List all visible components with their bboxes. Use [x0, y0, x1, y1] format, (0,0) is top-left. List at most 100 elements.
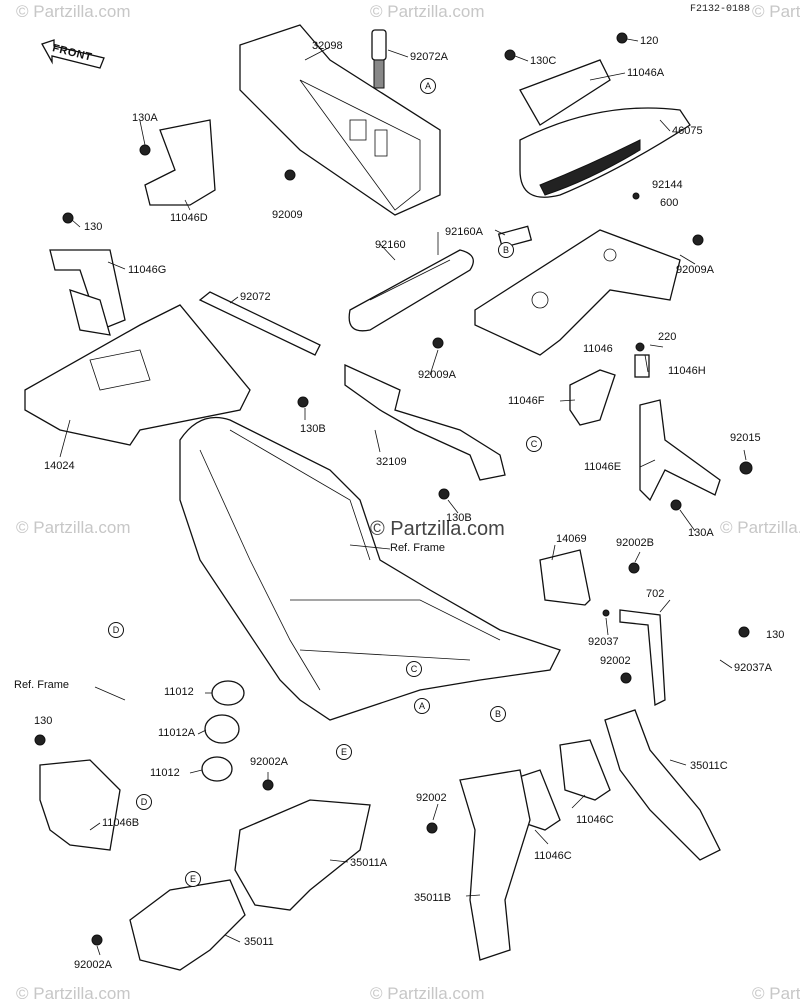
label-130C[interactable]: 130C	[530, 55, 557, 67]
callout-d: D	[108, 622, 124, 638]
main-frame[interactable]	[179, 416, 561, 721]
callout-c: C	[526, 436, 542, 452]
cover-14024[interactable]	[24, 304, 251, 446]
footrest-bracket-35011[interactable]	[129, 879, 246, 971]
label-35011C[interactable]: 35011C	[690, 760, 728, 772]
label-32098[interactable]: 32098	[312, 40, 343, 52]
footrest-bracket-35011B[interactable]	[459, 769, 531, 961]
strap-92072A[interactable]	[371, 29, 387, 89]
label-11046A[interactable]: 11046A	[627, 67, 665, 79]
label-130-left[interactable]: 130	[34, 715, 53, 727]
label-92009A-right[interactable]: 92009A	[676, 264, 714, 276]
label-35011B[interactable]: 35011B	[414, 892, 452, 904]
label-92009A-bottom[interactable]: 92009A	[418, 369, 456, 381]
label-130B-bottom[interactable]: 130B	[446, 512, 472, 524]
callout-d-bracket: D	[136, 794, 152, 810]
label-11046H[interactable]: 11046H	[668, 365, 706, 377]
battery-tray-32098[interactable]	[239, 24, 441, 216]
label-130A-right[interactable]: 130A	[688, 527, 714, 539]
label-120[interactable]: 120	[640, 35, 659, 47]
label-130A-top[interactable]: 130A	[132, 112, 158, 124]
bracket-11046H[interactable]	[634, 354, 650, 378]
diagram-reference: F2132-0188	[690, 4, 751, 15]
bracket-11046D[interactable]	[144, 119, 216, 206]
label-14024[interactable]: 14024	[44, 460, 75, 472]
label-11046E[interactable]: 11046E	[584, 461, 622, 473]
label-92002A-low[interactable]: 92002A	[74, 959, 112, 971]
label-130-top[interactable]: 130	[84, 221, 103, 233]
front-arrow-icon	[41, 39, 105, 69]
label-35011A[interactable]: 35011A	[350, 857, 388, 869]
label-11046[interactable]: 11046	[583, 343, 613, 355]
label-92072[interactable]: 92072	[240, 291, 271, 303]
label-11012-a[interactable]: 11012	[164, 686, 194, 698]
label-14069[interactable]: 14069	[556, 533, 587, 545]
callout-b: B	[498, 242, 514, 258]
callout-a-frame: A	[414, 698, 430, 714]
label-92015[interactable]: 92015	[730, 432, 761, 444]
label-35011[interactable]: 35011	[244, 936, 274, 948]
label-11012A[interactable]: 11012A	[158, 727, 196, 739]
watermark-center: © Partzilla.com	[370, 518, 505, 540]
label-92160[interactable]: 92160	[375, 239, 406, 251]
label-92009[interactable]: 92009	[272, 209, 303, 221]
watermark: © Partzilla.com	[16, 518, 131, 537]
grommet-11012-lower[interactable]	[201, 756, 233, 782]
grommet-11012A[interactable]	[204, 714, 240, 744]
label-32109[interactable]: 32109	[376, 456, 407, 468]
label-11046G[interactable]: 11046G	[128, 264, 167, 276]
label-92002-low[interactable]: 92002	[416, 792, 447, 804]
callout-b-frame: B	[490, 706, 506, 722]
label-11046F[interactable]: 11046F	[508, 395, 545, 407]
front-arrow: FRONT	[40, 38, 106, 70]
watermark: © Partzilla.com	[720, 518, 800, 537]
seat-lock-46075[interactable]	[519, 59, 691, 198]
label-11046B[interactable]: 11046B	[102, 817, 140, 829]
label-92002B[interactable]: 92002B	[616, 537, 654, 549]
leader-lines	[59, 38, 747, 956]
strap-92072[interactable]	[198, 291, 321, 356]
watermark: © Partzilla.com	[370, 2, 485, 21]
label-702[interactable]: 702	[646, 588, 665, 600]
callout-e-mount: E	[185, 871, 201, 887]
label-11046C-b[interactable]: 11046C	[534, 850, 572, 862]
footrest-bracket-35011A[interactable]	[234, 799, 371, 911]
bracket-11046G[interactable]	[49, 249, 126, 336]
label-130B-top[interactable]: 130B	[300, 423, 326, 435]
label-130-right[interactable]: 130	[766, 629, 785, 641]
regulator-14069[interactable]	[539, 549, 591, 606]
bracket-11046B[interactable]	[39, 759, 121, 851]
bracket-11046E[interactable]	[639, 399, 721, 502]
label-92002-mid[interactable]: 92002	[600, 655, 631, 667]
callout-a: A	[420, 78, 436, 94]
bolts	[34, 32, 753, 946]
footrest-bracket-35011C[interactable]	[604, 709, 721, 861]
pad-92160[interactable]	[348, 249, 474, 332]
label-92002A-mid[interactable]: 92002A	[250, 756, 288, 768]
label-92072A[interactable]: 92072A	[410, 51, 448, 63]
watermark: © Partzilla.com	[16, 984, 131, 1003]
label-220[interactable]: 220	[658, 331, 677, 343]
label-92144[interactable]: 92144	[652, 179, 683, 191]
ref-frame-top: Ref. Frame	[390, 542, 446, 554]
bracket-32109[interactable]	[344, 363, 506, 481]
label-92037A[interactable]: 92037A	[734, 662, 772, 674]
grommet-11012-upper[interactable]	[211, 680, 245, 706]
label-11046D[interactable]: 11046D	[170, 212, 208, 224]
label-46075[interactable]: 46075	[672, 125, 703, 137]
label-11012-b[interactable]: 11012	[150, 767, 180, 779]
callout-e-frame: E	[336, 744, 352, 760]
watermark: © Partzilla.com	[752, 984, 800, 1003]
watermark: © Partzilla.com	[752, 2, 800, 21]
bracket-11046F[interactable]	[569, 369, 616, 426]
label-92160A[interactable]: 92160A	[445, 226, 483, 238]
seat-bracket-11046[interactable]	[474, 229, 681, 356]
watermark: © Partzilla.com	[370, 984, 485, 1003]
callout-c-frame: C	[406, 661, 422, 677]
label-92037[interactable]: 92037	[588, 636, 619, 648]
label-11046C-a[interactable]: 11046C	[576, 814, 614, 826]
hose-702[interactable]	[619, 609, 666, 707]
label-600[interactable]: 600	[660, 197, 679, 209]
